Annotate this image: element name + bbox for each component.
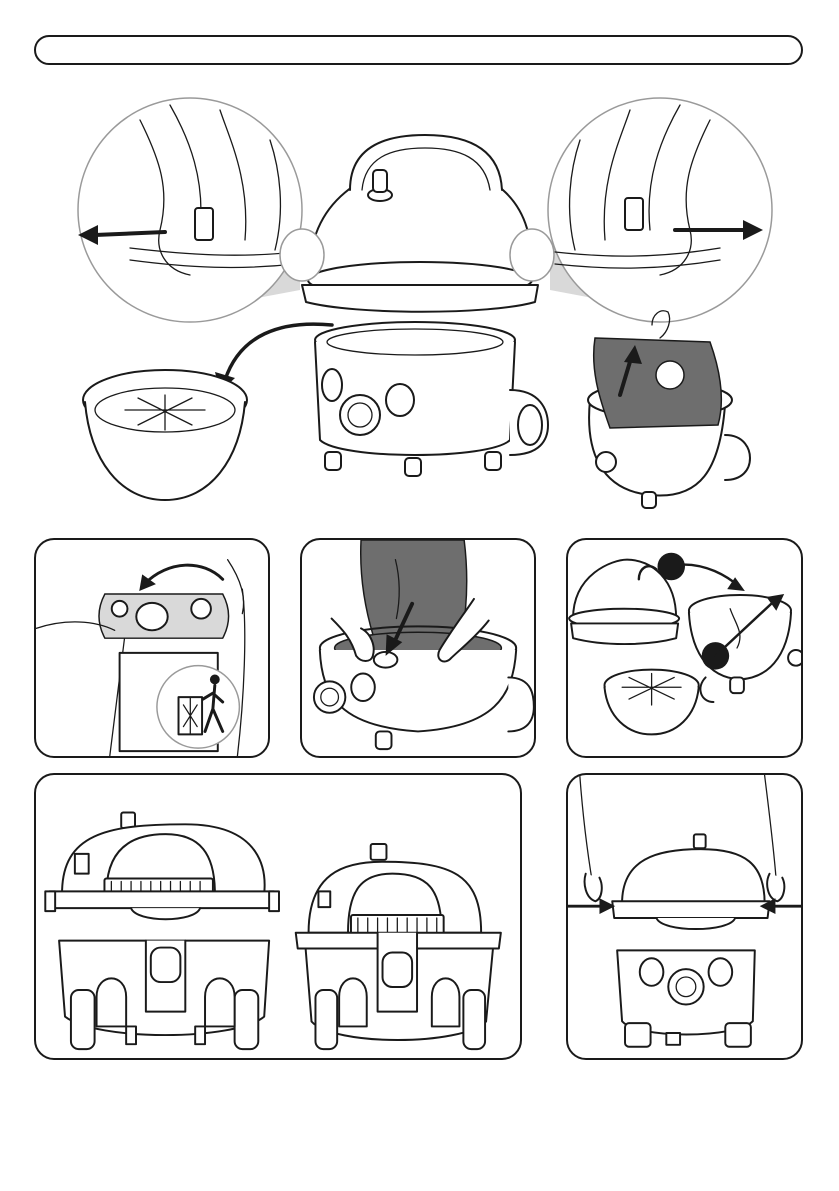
head-fitted xyxy=(296,844,501,1049)
title-bar xyxy=(34,35,803,65)
filter-illustration xyxy=(568,540,801,756)
body-left xyxy=(59,941,269,1049)
refit-head-illustration xyxy=(568,775,801,1058)
head-raised xyxy=(45,812,279,919)
magnifier-right xyxy=(548,98,772,322)
magnifier-left xyxy=(78,98,302,322)
figure-filter xyxy=(566,538,803,758)
vacuum-body xyxy=(315,322,548,476)
figure-remove-head xyxy=(70,80,780,520)
insert-bag-illustration xyxy=(302,540,534,756)
align-head-illustration xyxy=(36,775,520,1058)
seal-bag-illustration xyxy=(36,540,268,756)
wastebin-icon xyxy=(157,666,239,748)
figure-align-head xyxy=(34,773,522,1060)
vacuum-body-with-bag xyxy=(588,311,750,508)
figure-seal-bag xyxy=(34,538,270,758)
vacuum-head xyxy=(280,135,554,312)
figure-insert-bag xyxy=(300,538,536,758)
remove-head-illustration xyxy=(70,80,780,520)
figure-refit-head xyxy=(566,773,803,1060)
filter-basket xyxy=(83,370,247,500)
